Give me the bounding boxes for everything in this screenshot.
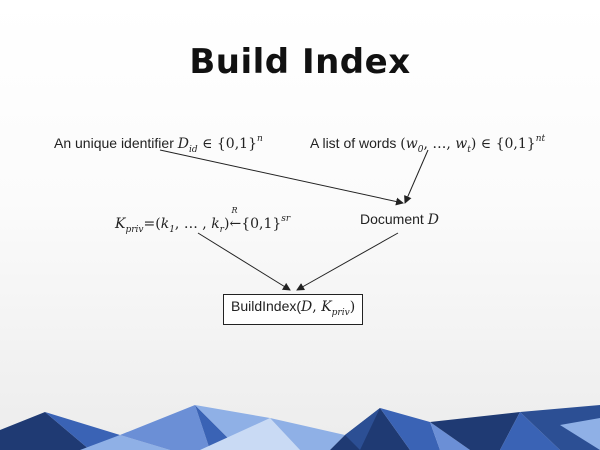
document-node: Document D bbox=[360, 210, 439, 229]
key-eq: =( bbox=[143, 216, 161, 232]
identifier-set-sup: n bbox=[256, 134, 263, 144]
footer-polygon-decoration bbox=[0, 405, 600, 450]
words-node: A list of words (w0, …, wt) ∈ {0,1}nt bbox=[310, 130, 545, 159]
identifier-node: An unique identifier Did ∈ {0,1}n bbox=[54, 130, 263, 159]
key-k1-sub: 1 bbox=[169, 225, 175, 235]
edge-words-to-document bbox=[404, 149, 429, 204]
words-open: ( bbox=[400, 136, 406, 152]
build-kvar: K bbox=[321, 299, 332, 315]
words-close: ) ∈ {0,1} bbox=[470, 136, 536, 152]
identifier-var: D bbox=[177, 136, 189, 152]
identifier-text: An unique identifier bbox=[54, 135, 178, 151]
build-index-box: BuildIndex(D, Kpriv) bbox=[223, 294, 364, 325]
key-kr-sub: r bbox=[219, 225, 224, 235]
random-sample-label: R bbox=[231, 206, 238, 215]
build-kvar-sub: priv bbox=[331, 308, 350, 318]
edge-document-to-build bbox=[296, 232, 399, 291]
words-w0-sub: 0 bbox=[417, 145, 424, 155]
document-var: D bbox=[427, 212, 439, 228]
words-text: A list of words bbox=[310, 135, 401, 151]
identifier-set: ∈ {0,1} bbox=[197, 136, 257, 152]
build-comma: , bbox=[312, 299, 322, 315]
edge-identifier-to-document bbox=[159, 149, 404, 206]
key-k1: k bbox=[160, 216, 170, 232]
key-mid: , … , bbox=[174, 216, 212, 232]
key-set: {0,1} bbox=[241, 216, 282, 232]
edge-key-to-build bbox=[197, 232, 291, 291]
words-wt: w bbox=[455, 136, 468, 152]
key-close: ) bbox=[223, 216, 230, 232]
build-var: D bbox=[301, 299, 313, 315]
words-wt-sub: t bbox=[467, 145, 471, 155]
key-var: K bbox=[115, 216, 126, 232]
random-sample-arrow: R← bbox=[229, 206, 242, 233]
build-close: ) bbox=[349, 299, 356, 315]
slide-title: Build Index bbox=[189, 42, 411, 82]
key-set-sup: sr bbox=[281, 214, 291, 224]
identifier-var-sub: id bbox=[189, 145, 198, 155]
build-text: BuildIndex( bbox=[231, 298, 302, 314]
left-arrow-icon: ← bbox=[229, 216, 242, 232]
words-mid: , …, bbox=[423, 136, 456, 152]
words-w0: w bbox=[405, 136, 418, 152]
private-key-node: Kpriv=(k1, … , kr)R←{0,1}sr bbox=[115, 206, 291, 239]
key-var-sub: priv bbox=[125, 225, 144, 235]
key-kr: k bbox=[211, 216, 220, 232]
words-set-sup: nt bbox=[535, 134, 546, 144]
document-text: Document bbox=[360, 211, 428, 227]
